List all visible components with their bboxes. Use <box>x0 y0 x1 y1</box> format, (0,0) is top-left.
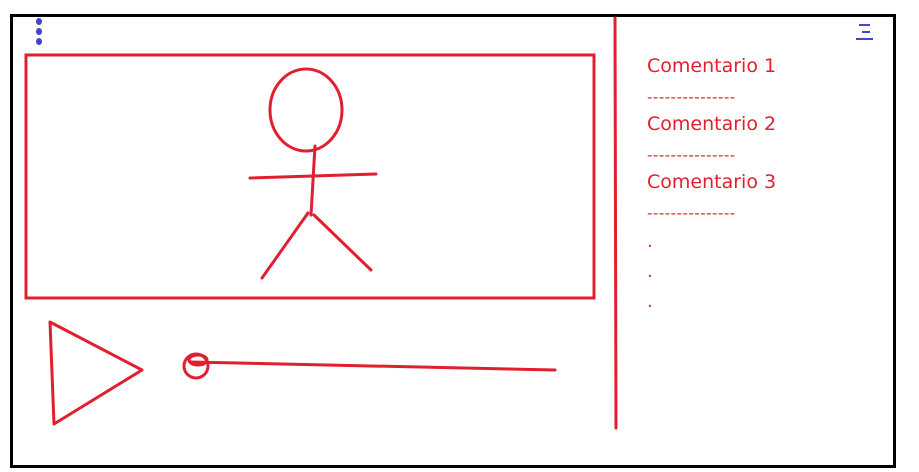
progress-track[interactable] <box>188 360 557 372</box>
comment-separator: --------------- <box>647 204 736 222</box>
comment-separator: --------------- <box>647 88 736 106</box>
comment-separator: --------------- <box>647 146 736 164</box>
stick-figure-left-leg <box>260 211 310 280</box>
play-triangle-icon[interactable] <box>48 320 144 426</box>
stick-figure-body <box>309 144 317 217</box>
video-viewport[interactable] <box>24 53 596 300</box>
comment-label[interactable]: Comentario 2 <box>647 113 777 135</box>
comment-label[interactable]: Comentario 3 <box>647 171 777 193</box>
hamburger-menu-icon[interactable] <box>856 22 876 42</box>
stick-figure-icon <box>248 67 378 280</box>
more-comments-dot: . <box>647 231 653 252</box>
comment-label[interactable]: Comentario 1 <box>647 55 777 77</box>
stick-figure-arms <box>248 172 378 180</box>
panel-divider <box>613 16 618 430</box>
stick-figure-head <box>268 67 344 153</box>
seek-knob-icon[interactable] <box>182 352 210 380</box>
stick-figure-right-leg <box>312 213 373 272</box>
wireframe-border <box>10 14 896 468</box>
kebab-vertical-icon[interactable] <box>32 18 46 48</box>
more-comments-dot: . <box>647 291 653 312</box>
more-comments-dot: . <box>647 261 653 282</box>
